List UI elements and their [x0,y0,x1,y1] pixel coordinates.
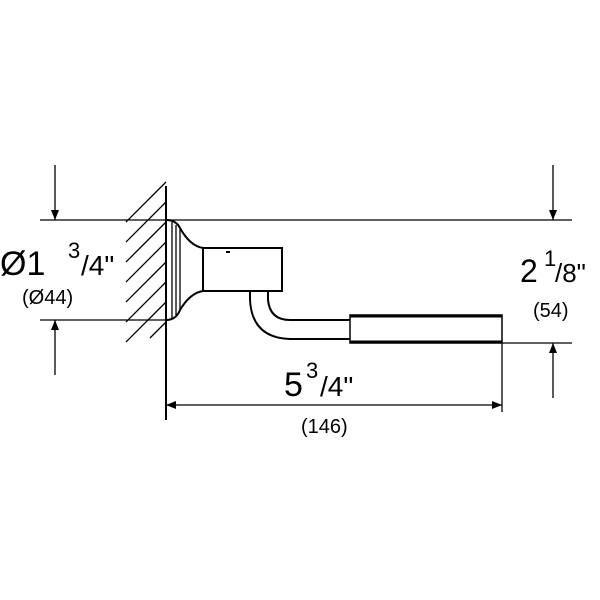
wall-hatching [125,181,167,343]
diameter-main: Ø1 [0,245,45,283]
diameter-label: Ø1 3 /4" (Ø44) [0,238,114,309]
height-metric: (54) [533,300,569,322]
length-den: /4" [320,371,353,402]
bent-arm [249,291,350,340]
length-num: 3 [306,358,318,383]
height-num: 1 [544,246,556,271]
length-label: 5 3 /4" (146) [284,358,353,438]
length-main: 5 [284,366,303,404]
extension-lines [40,219,572,412]
height-label: 2 1 /8" (54) [520,246,586,322]
mounting-cylinder [202,247,283,292]
diameter-metric: (Ø44) [22,287,73,309]
height-main: 2 [520,253,538,289]
diameter-den: /4" [81,250,114,281]
rosette-flange [165,219,204,321]
length-metric: (146) [301,416,348,438]
height-den: /8" [555,258,586,288]
diameter-num: 3 [68,238,80,263]
handle-bar [349,314,503,344]
